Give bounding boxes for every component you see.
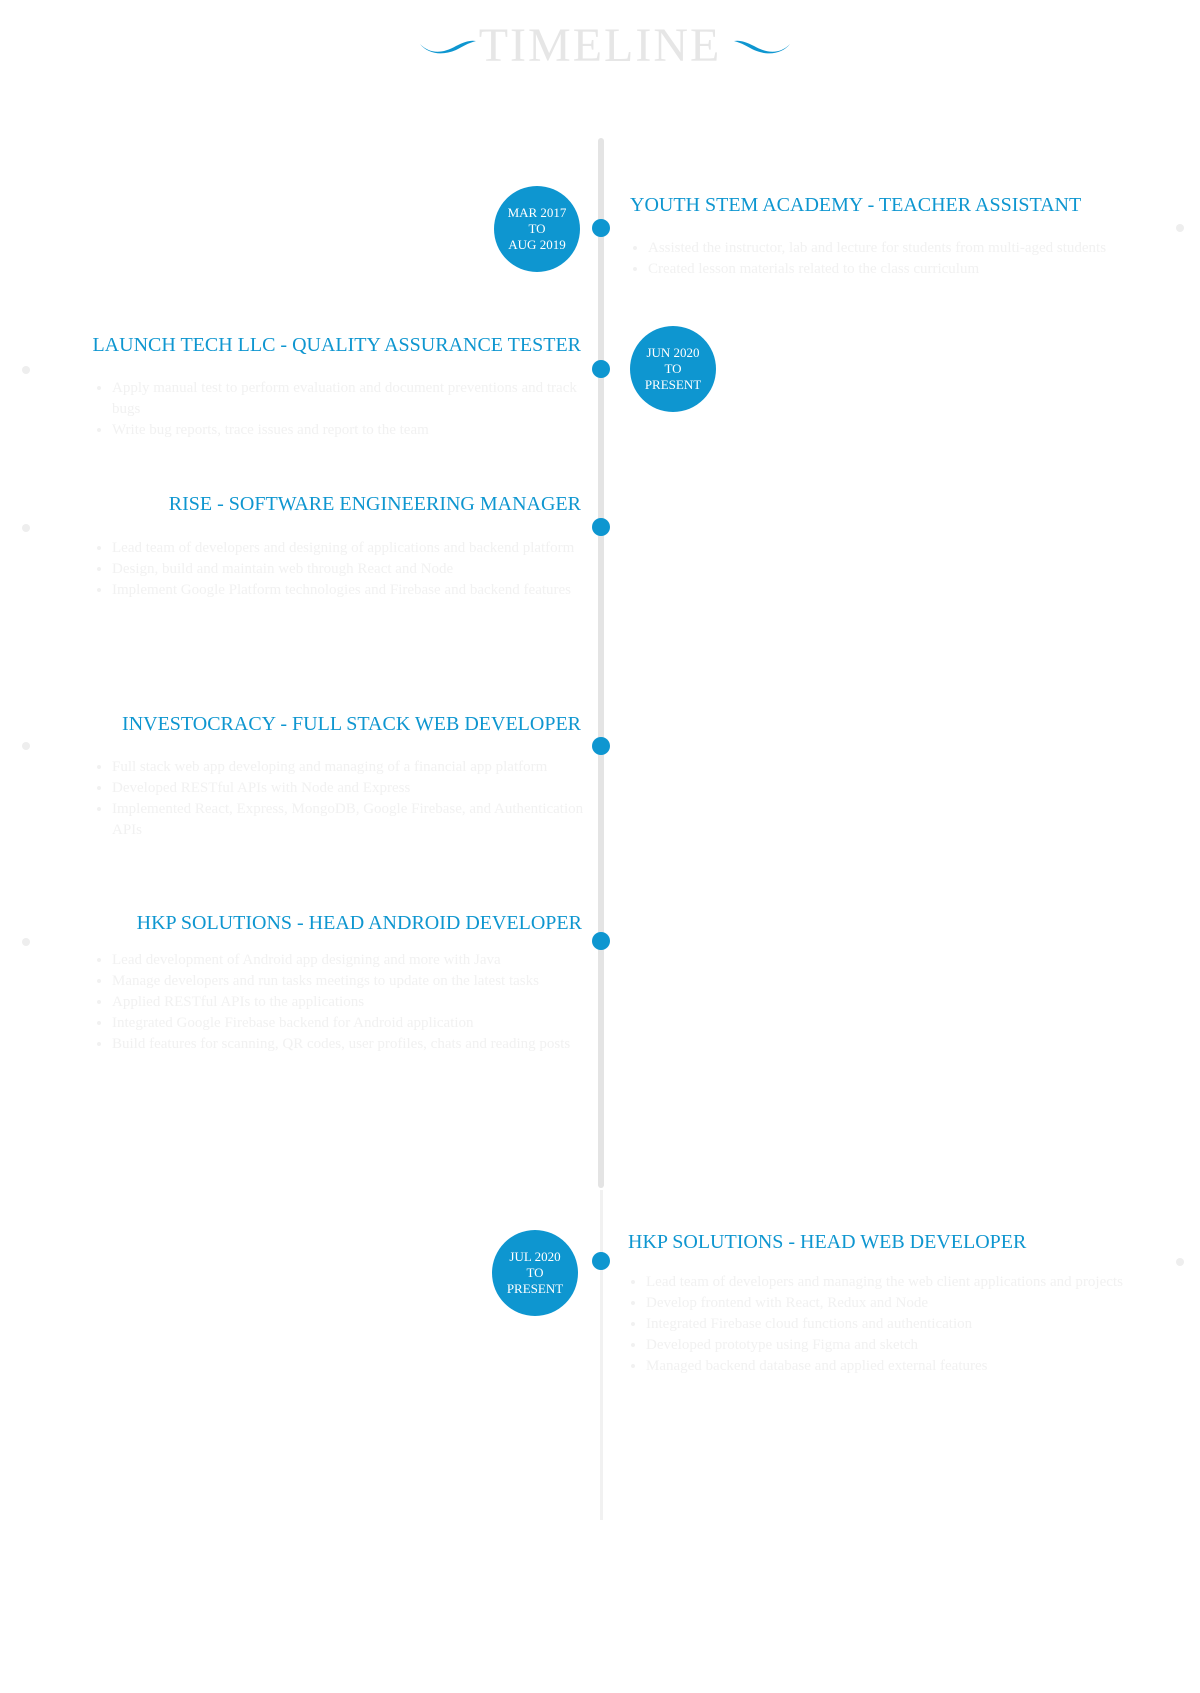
bullet-item: Lead development of Android app designin… — [112, 950, 592, 971]
date-separator: TO — [526, 1265, 544, 1280]
bullet-item: Assisted the instructor, lab and lecture… — [648, 238, 1158, 259]
bullet-item: Write bug reports, trace issues and repo… — [112, 420, 592, 441]
bullet-item: Apply manual test to perform evaluation … — [112, 378, 592, 420]
bullet-item: Design, build and maintain web through R… — [112, 559, 592, 580]
entry-bullets: Lead development of Android app designin… — [94, 950, 592, 1055]
right-swash-ornament — [734, 40, 790, 54]
timeline-dot — [592, 518, 610, 536]
entry-bullets: Assisted the instructor, lab and lecture… — [630, 238, 1158, 280]
timeline-line-faded — [600, 1190, 603, 1520]
bullet-item: Manage developers and run tasks meetings… — [112, 971, 592, 992]
date-end: PRESENT — [506, 1281, 564, 1296]
entry-bullets: Lead team of developers and managing the… — [628, 1272, 1156, 1377]
bullet-item: Lead team of developers and designing of… — [112, 538, 592, 559]
left-swash-ornament — [420, 40, 476, 54]
bullet-item: Applied RESTful APIs to the applications — [112, 992, 592, 1013]
timeline-dot — [592, 737, 610, 755]
bullet-item: Developed RESTful APIs with Node and Exp… — [112, 778, 592, 799]
date-start: JUN 2020 — [646, 345, 700, 360]
timeline-dot — [592, 219, 610, 237]
entry-heading: LAUNCH TECH LLC - QUALITY ASSURANCE TEST… — [92, 334, 581, 356]
bullet-item: Developed prototype using Figma and sket… — [646, 1335, 1156, 1356]
bullet-item: Created lesson materials related to the … — [648, 259, 1158, 280]
bullet-item: Integrated Firebase cloud functions and … — [646, 1314, 1156, 1335]
edge-marker — [1176, 1258, 1184, 1266]
bullet-item: Integrated Google Firebase backend for A… — [112, 1013, 592, 1034]
edge-marker — [22, 524, 30, 532]
entry-bullets: Apply manual test to perform evaluation … — [94, 378, 592, 441]
bullet-item: Managed backend database and applied ext… — [646, 1356, 1156, 1377]
bullet-item: Implemented React, Express, MongoDB, Goo… — [112, 799, 592, 841]
date-end: AUG 2019 — [508, 237, 566, 252]
entry-heading: HKP SOLUTIONS - HEAD ANDROID DEVELOPER — [136, 912, 582, 934]
entry-heading: INVESTOCRACY - FULL STACK WEB DEVELOPER — [122, 713, 581, 735]
date-badge: MAR 2017 TO AUG 2019 — [494, 186, 580, 272]
entry-bullets: Full stack web app developing and managi… — [94, 757, 592, 841]
bullet-item: Full stack web app developing and managi… — [112, 757, 592, 778]
date-start: JUL 2020 — [509, 1249, 561, 1264]
timeline-dot — [592, 932, 610, 950]
entry-heading: YOUTH STEM ACADEMY - TEACHER ASSISTANT — [630, 194, 1082, 216]
bullet-item: Develop frontend with React, Redux and N… — [646, 1293, 1156, 1314]
timeline-line — [598, 138, 604, 1188]
date-badge: JUN 2020 TO PRESENT — [630, 326, 716, 412]
edge-marker — [22, 366, 30, 374]
timeline-dot — [592, 1252, 610, 1270]
date-start: MAR 2017 — [507, 205, 567, 220]
bullet-item: Implement Google Platform technologies a… — [112, 580, 592, 601]
page-title: TIMELINE — [478, 19, 722, 72]
edge-marker — [22, 938, 30, 946]
date-separator: TO — [528, 221, 546, 236]
edge-marker — [1176, 224, 1184, 232]
date-badge: JUL 2020 TO PRESENT — [492, 1230, 578, 1316]
page-header: TIMELINE — [0, 18, 1200, 78]
bullet-item: Build features for scanning, QR codes, u… — [112, 1034, 592, 1055]
date-end: PRESENT — [644, 377, 702, 392]
entry-heading: HKP SOLUTIONS - HEAD WEB DEVELOPER — [628, 1231, 1027, 1253]
bullet-item: Lead team of developers and managing the… — [646, 1272, 1156, 1293]
timeline-dot — [592, 360, 610, 378]
edge-marker — [22, 742, 30, 750]
entry-bullets: Lead team of developers and designing of… — [94, 538, 592, 601]
date-separator: TO — [664, 361, 682, 376]
entry-heading: RISE - SOFTWARE ENGINEERING MANAGER — [168, 493, 581, 515]
